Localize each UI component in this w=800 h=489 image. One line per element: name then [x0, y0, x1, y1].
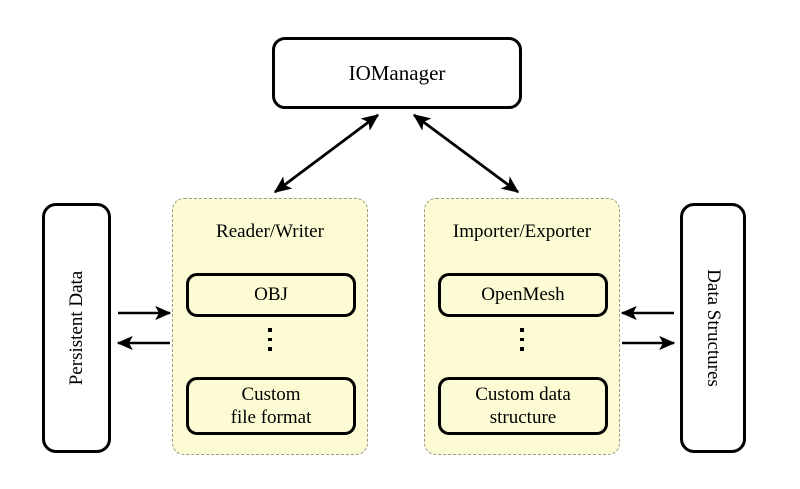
item-openmesh-label: OpenMesh [481, 284, 565, 306]
item-custom-file-format[interactable]: Custom file format [186, 377, 356, 435]
ellipsis-dot [268, 328, 272, 332]
item-obj[interactable]: OBJ [186, 273, 356, 317]
ellipsis-dot [520, 328, 524, 332]
panel-reader-writer: Reader/Writer OBJ Custom file format [172, 198, 368, 455]
item-openmesh[interactable]: OpenMesh [438, 273, 608, 317]
panel-importer-exporter: Importer/Exporter OpenMesh Custom data s… [424, 198, 620, 455]
connector-manager-reader-writer [273, 113, 380, 194]
item-custom-data-structure[interactable]: Custom data structure [438, 377, 608, 435]
ellipsis-dot [268, 347, 272, 351]
ellipsis-dot [268, 337, 272, 341]
panel-reader-writer-title: Reader/Writer [216, 221, 324, 242]
ellipsis-reader-writer [173, 328, 367, 351]
item-custom-file-format-line2: file format [230, 407, 312, 428]
ellipsis-importer-exporter [425, 328, 619, 351]
item-custom-file-format-line1: Custom [241, 383, 301, 405]
node-iomanager[interactable]: IOManager [272, 37, 522, 109]
node-persistent-data-label: Persistent Data [65, 270, 87, 386]
node-persistent-data[interactable]: Persistent Data [42, 203, 111, 453]
connector-manager-importer-exporter [412, 113, 520, 194]
item-custom-data-structure-line2: structure [489, 407, 557, 428]
item-obj-label: OBJ [254, 284, 288, 306]
node-data-structures-label: Data Structures [703, 269, 724, 387]
item-custom-data-structure-line1: Custom data [475, 383, 571, 405]
node-iomanager-label: IOManager [348, 60, 446, 85]
ellipsis-dot [520, 347, 524, 351]
panel-importer-exporter-title: Importer/Exporter [452, 221, 592, 242]
ellipsis-dot [520, 337, 524, 341]
node-data-structures[interactable]: Data Structures [680, 203, 746, 453]
